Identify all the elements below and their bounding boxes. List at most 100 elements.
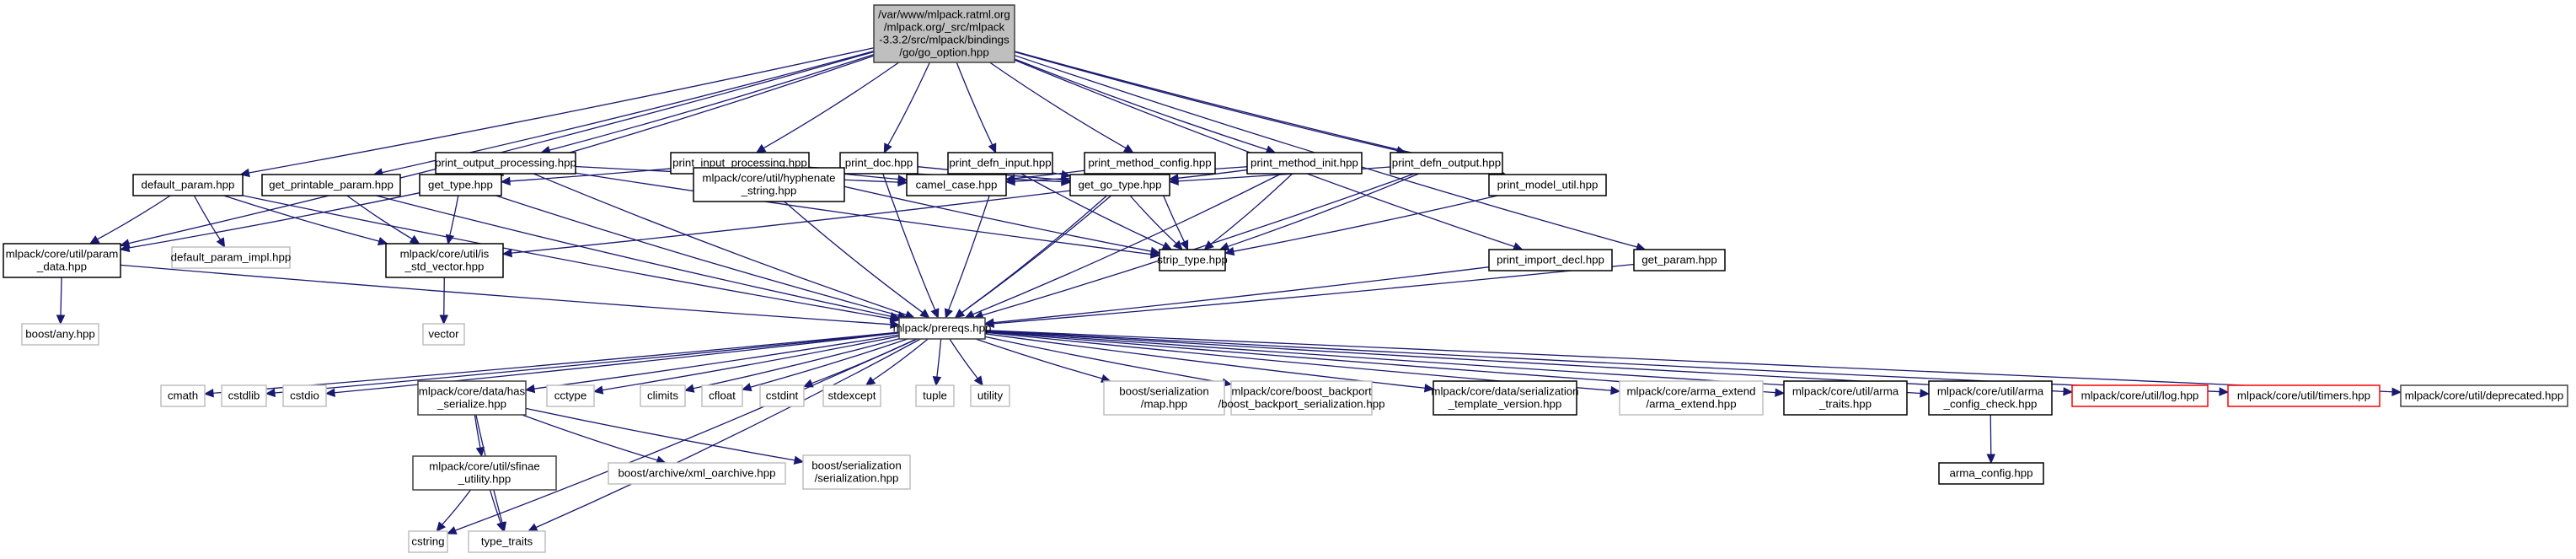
node-label: _template_version.hpp	[1448, 398, 1562, 411]
node-timers[interactable]: mlpack/core/util/timers.hpp	[2227, 384, 2381, 407]
node-label: print_input_processing.hpp	[672, 157, 807, 169]
node-camel-case[interactable]: camel_case.hpp	[906, 174, 1007, 196]
node-root[interactable]: /var/www/mlpack.ratml.org/mlpack.org/_sr…	[873, 4, 1015, 63]
node-param-data[interactable]: mlpack/core/util/param_data.hpp	[3, 243, 121, 278]
node-print-output-processing[interactable]: print_output_processing.hpp	[435, 152, 576, 175]
node-default-param[interactable]: default_param.hpp	[132, 174, 244, 196]
node-box	[1159, 249, 1226, 271]
edge-get-type-to-param-data	[119, 192, 420, 253]
edge-line	[887, 62, 930, 146]
node-box	[839, 152, 918, 175]
node-hyphenate-string[interactable]: mlpack/core/util/hyphenate_string.hpp	[693, 167, 845, 202]
node-box	[898, 317, 986, 340]
node-strip-type[interactable]: strip_type.hpp	[1157, 249, 1228, 271]
node-boost-any: boost/any.hpp	[21, 323, 99, 346]
edge-has-serialize-to-sfinae-utility	[474, 414, 485, 458]
node-print-defn-input[interactable]: print_defn_input.hpp	[947, 152, 1053, 175]
node-is-std-vector[interactable]: mlpack/core/util/is_std_vector.hpp	[385, 243, 504, 278]
edge-line	[993, 263, 1635, 325]
arrowhead-icon	[889, 312, 901, 321]
node-label: /mlpack.org/_src/mlpack	[884, 21, 1005, 34]
node-type-traits: type_traits	[468, 530, 546, 553]
edge-line	[334, 332, 900, 394]
arrowhead-icon	[1224, 246, 1235, 256]
node-boost-ser-map: boost/serialization/map.hpp	[1103, 380, 1225, 416]
node-box	[261, 174, 401, 196]
node-box	[417, 380, 527, 416]
node-cfloat: cfloat	[701, 384, 743, 407]
edge-prereqs-to-cstring	[446, 338, 918, 535]
edge-line	[575, 172, 1152, 255]
node-print-method-config[interactable]: print_method_config.hpp	[1084, 152, 1216, 175]
node-serialization-template-version[interactable]: mlpack/core/data/serialization_template_…	[1431, 380, 1579, 416]
node-has-serialize[interactable]: mlpack/core/data/has_serialize.hpp	[417, 380, 527, 416]
node-log[interactable]: mlpack/core/util/log.hpp	[2071, 384, 2209, 407]
node-label: boost/serialization	[1119, 385, 1208, 398]
node-get-param[interactable]: get_param.hpp	[1633, 249, 1726, 271]
node-arma-config[interactable]: arma_config.hpp	[1938, 462, 2044, 485]
edge-line	[455, 338, 918, 531]
node-print-model-util[interactable]: print_model_util.hpp	[1488, 174, 1607, 196]
arrowhead-icon	[501, 248, 513, 258]
arrowhead-icon	[932, 376, 942, 387]
arrowhead-icon	[1172, 239, 1183, 250]
node-label: print_import_decl.hpp	[1497, 254, 1604, 266]
node-print-defn-output[interactable]: print_defn_output.hpp	[1390, 152, 1503, 175]
node-box	[1619, 380, 1764, 416]
edge-get-param-to-prereqs	[983, 263, 1635, 329]
edge-line	[376, 195, 892, 317]
edge-line	[489, 489, 501, 524]
edge-prereqs-to-climits	[683, 338, 900, 393]
arrowhead-icon	[88, 235, 100, 245]
edge-prereqs-to-boost-ser-map	[975, 338, 1111, 383]
node-get-printable-param[interactable]: get_printable_param.hpp	[261, 174, 401, 196]
arrowhead-icon	[1610, 385, 1621, 395]
node-arma-traits[interactable]: mlpack/core/util/arma_traits.hpp	[1783, 380, 1908, 416]
node-print-import-decl[interactable]: print_import_decl.hpp	[1488, 249, 1613, 271]
arrowhead-icon	[203, 389, 214, 398]
node-box	[2071, 384, 2209, 407]
node-label: mlpack/core/util/sfinae	[429, 460, 540, 473]
node-box	[970, 384, 1010, 407]
node-prereqs[interactable]: mlpack/prereqs.hpp	[893, 317, 992, 340]
edge-get-go-type-to-strip-type	[1129, 195, 1183, 250]
node-label: cstdint	[766, 390, 799, 402]
node-print-doc[interactable]: print_doc.hpp	[839, 152, 918, 175]
edge-root-to-print-output-processing	[540, 54, 875, 155]
node-label: -3.3.2/src/mlpack/bindings	[879, 34, 1010, 46]
edge-line	[1014, 169, 1085, 180]
node-print-method-init[interactable]: print_method_init.hpp	[1246, 152, 1363, 175]
node-sfinae-utility[interactable]: mlpack/core/util/sfinae_utility.hpp	[412, 455, 557, 491]
edge-line	[249, 47, 875, 174]
arrowhead-icon	[527, 523, 538, 532]
edge-line	[525, 407, 795, 461]
edge-line	[509, 168, 672, 182]
node-label: mlpack/core/util/hyphenate	[702, 172, 835, 185]
edge-line	[1990, 414, 1992, 455]
edge-line	[763, 62, 900, 149]
edge-line	[193, 195, 222, 240]
node-deprecated[interactable]: mlpack/core/util/deprecated.hpp	[2400, 384, 2568, 407]
node-label: arma_config.hpp	[1949, 467, 2032, 480]
node-get-go-type[interactable]: get_go_type.hpp	[1069, 174, 1170, 196]
edge-root-to-print-method-config	[989, 62, 1134, 153]
node-box	[160, 384, 206, 407]
node-get-type[interactable]: get_type.hpp	[419, 174, 502, 196]
edge-sfinae-utility-to-cstring	[436, 489, 472, 532]
edge-line	[1014, 55, 1637, 248]
edge-print-model-util-to-strip-type	[1224, 195, 1498, 256]
edge-default-param-to-prereqs	[242, 195, 901, 324]
node-box	[1433, 380, 1577, 416]
node-cstdlib: cstdlib	[221, 384, 267, 407]
node-label: get_param.hpp	[1641, 254, 1716, 266]
arrowhead-icon	[496, 521, 506, 533]
edge-line	[872, 338, 929, 381]
node-box	[221, 384, 267, 407]
node-label: mlpack/core/data/has	[419, 385, 526, 398]
edge-line	[128, 192, 420, 249]
arrowhead-icon	[56, 314, 66, 325]
node-arma-config-check[interactable]: mlpack/core/util/arma_config_check.hpp	[1928, 380, 2053, 416]
node-label: print_doc.hpp	[845, 157, 913, 169]
edge-line	[811, 338, 918, 384]
arrowhead-icon	[1161, 241, 1173, 250]
